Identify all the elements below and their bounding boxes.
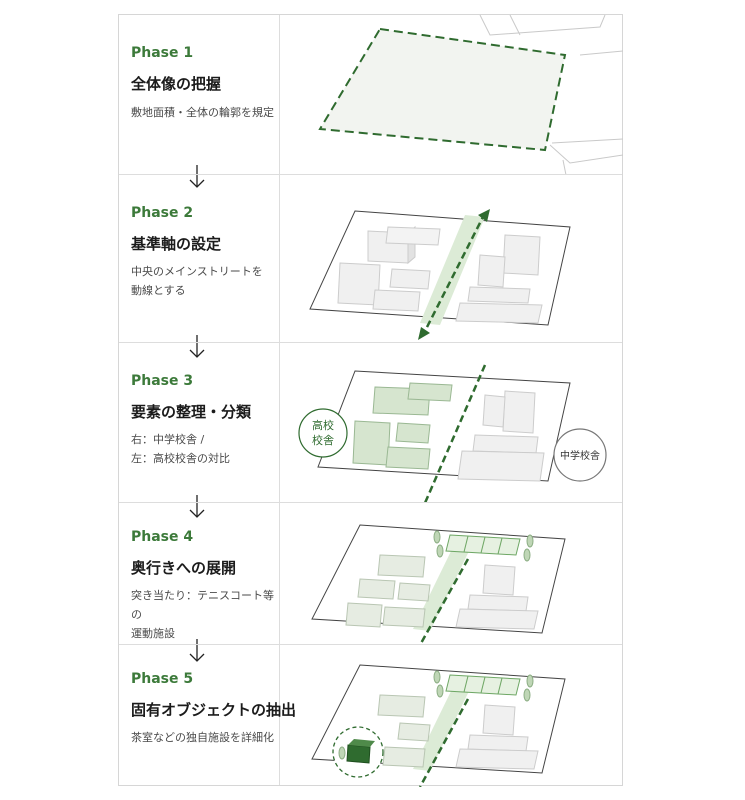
desc-line: 左：高校校舎の対比 [131, 452, 230, 465]
high-school-label-line2: 校舎 [312, 433, 334, 447]
main-street [413, 683, 472, 771]
phase-2-diagram [309, 209, 571, 340]
phase-diagram-frame: Phase 1 全体像の把握 敷地面積・全体の輪郭を規定 Phase 2 基準軸… [118, 14, 623, 787]
desc-line: 茶室などの独自施設を詳細化 [131, 731, 274, 744]
desc-line: 突き当たり：テニスコート等の [131, 589, 274, 621]
phase-row-4: Phase 4 奥行きへの展開 突き当たり：テニスコート等の 運動施設 [119, 503, 622, 662]
down-arrow-icon [189, 335, 205, 358]
phase-row-1: Phase 1 全体像の把握 敷地面積・全体の輪郭を規定 [119, 15, 623, 188]
desc-line: 動線とする [131, 284, 186, 297]
tea-house [346, 744, 371, 764]
phase-description: 突き当たり：テニスコート等の 運動施設 [131, 586, 281, 643]
row-divider [119, 174, 622, 175]
main-street [413, 543, 472, 631]
junior-high-label: 中学校舎 [560, 449, 600, 462]
phase-description: 茶室などの独自施設を詳細化 [131, 728, 281, 747]
phase-description: 敷地面積・全体の輪郭を規定 [131, 103, 281, 122]
phase-title: 基準軸の設定 [131, 235, 222, 253]
column-divider [279, 15, 280, 785]
phase-label: Phase 3 [131, 373, 194, 389]
desc-line: 運動施設 [131, 627, 175, 640]
down-arrow-icon [189, 495, 205, 518]
phase-row-2: Phase 2 基準軸の設定 中央のメインストリートを 動線とする [119, 175, 622, 358]
phase-1-diagram [318, 15, 623, 175]
junior-high-badge [553, 428, 607, 482]
phase-row-3: Phase 3 要素の整理・分類 右：中学校舎 / 左：高校校舎の対比 [119, 343, 622, 518]
row-divider [119, 644, 622, 645]
down-arrow-icon [189, 165, 205, 188]
row-divider [119, 502, 622, 503]
down-arrow-icon [189, 639, 205, 662]
high-school-badge [298, 408, 348, 458]
row-divider [119, 342, 622, 343]
phase-3-diagram: 高校 校舎 中学校舎 [298, 364, 607, 503]
phase-4-diagram [311, 524, 566, 645]
desc-line: 右：中学校舎 / [131, 433, 205, 446]
phase-label: Phase 5 [131, 671, 194, 687]
high-school-label-line1: 高校 [312, 418, 334, 432]
phase-title: 全体像の把握 [131, 75, 222, 93]
phase-label: Phase 2 [131, 205, 194, 221]
phase-title: 要素の整理・分類 [131, 403, 252, 421]
phase-5-diagram [311, 664, 566, 787]
phase-label: Phase 4 [131, 529, 194, 545]
phase-title: 奥行きへの展開 [131, 559, 237, 577]
phase-title: 固有オブジェクトの抽出 [131, 701, 297, 719]
desc-line: 中央のメインストリートを [131, 265, 263, 278]
phase-description: 中央のメインストリートを 動線とする [131, 262, 281, 300]
phase-description: 右：中学校舎 / 左：高校校舎の対比 [131, 430, 281, 468]
site-outline [318, 27, 567, 152]
phase-label: Phase 1 [131, 45, 194, 61]
phase-row-5: Phase 5 固有オブジェクトの抽出 茶室などの独自施設を詳細化 [119, 645, 622, 787]
desc-line: 敷地面積・全体の輪郭を規定 [131, 106, 274, 119]
